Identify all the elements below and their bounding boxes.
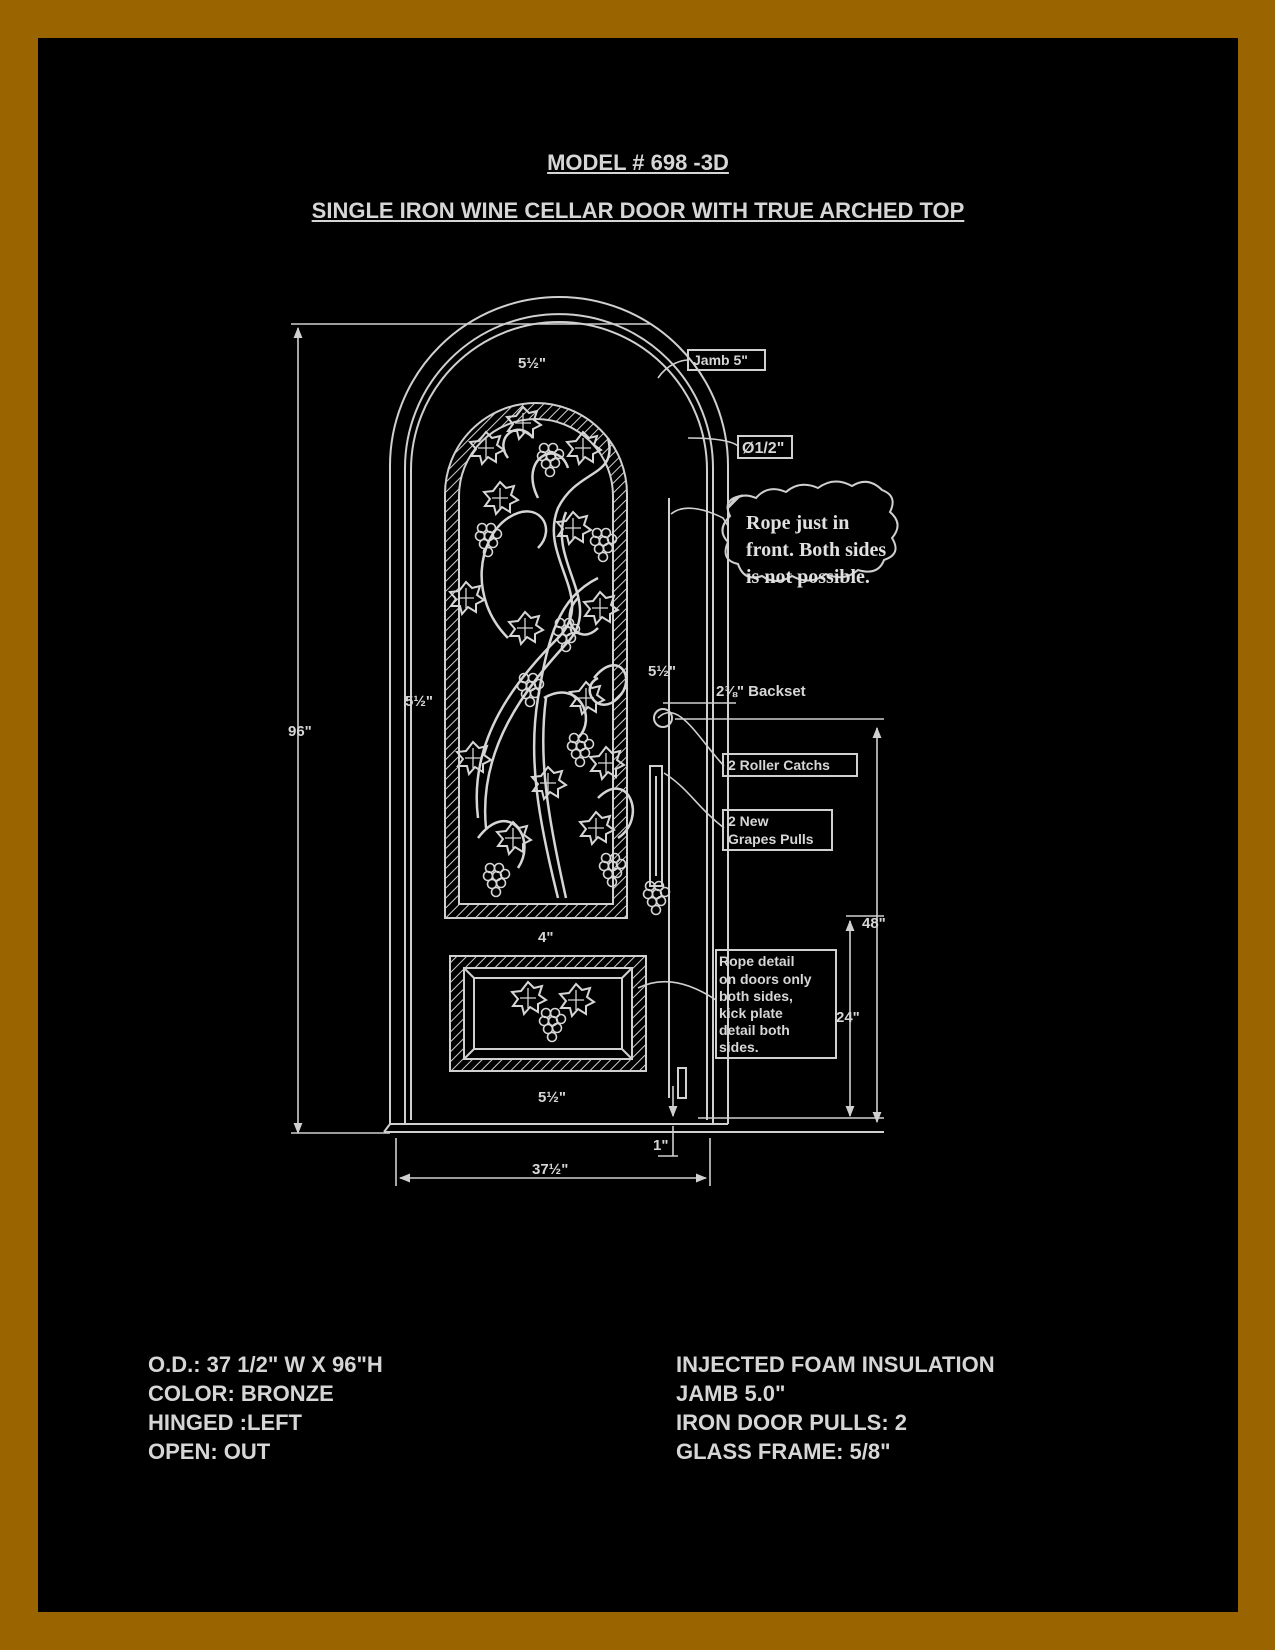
rope-note-line3: is not possible. (746, 566, 870, 588)
rope-detail-line4: kick plate (719, 1005, 783, 1021)
grape-pull (649, 765, 663, 887)
roller-callout: 2 Roller Catchs (728, 757, 830, 773)
spec-open: OPEN: OUT (148, 1439, 271, 1464)
dim-bottom-rail: 5½" (538, 1089, 566, 1106)
dim-right-stile: 5½" (648, 663, 676, 680)
outer-jamb (389, 296, 729, 1124)
spec-hinged: HINGED :LEFT (148, 1410, 302, 1435)
diameter-callout-box (737, 435, 793, 459)
rope-detail-line6: sides. (719, 1039, 759, 1055)
door-subtitle: SINGLE IRON WINE CELLAR DOOR WITH TRUE A… (311, 198, 965, 223)
pulls-callout-line2: Grapes Pulls (728, 831, 814, 847)
kick-plate (449, 955, 647, 1072)
rope-note-cloud (721, 480, 899, 582)
pulls-callout-line1: 2 New (728, 813, 769, 829)
diameter-callout: Ø1/2" (742, 440, 784, 457)
dim-kick-height: 24" (836, 1009, 860, 1026)
pulls-callout-box (722, 809, 833, 851)
rope-detail-line2: on doors only (719, 971, 812, 987)
spec-color: COLOR: BRONZE (148, 1381, 334, 1406)
dim-backset: 2⅜" Backset (716, 683, 806, 700)
rope-note-line1: Rope just in (746, 512, 849, 534)
spec-jamb: JAMB 5.0" (676, 1381, 786, 1406)
dim-mid-rail: 4" (538, 929, 553, 946)
rope-detail-line1: Rope detail (719, 953, 794, 969)
rope-detail-box (715, 949, 837, 1059)
dim-handle-height: 48" (862, 915, 886, 932)
dim-left-stile: 5½" (405, 693, 433, 710)
spec-outer-dimension: O.D.: 37 1/2" W X 96"H (148, 1352, 383, 1377)
dim-width: 37½" (532, 1161, 568, 1178)
specs-left: O.D.: 37 1/2" W X 96"H COLOR: BRONZE HIN… (148, 1350, 383, 1466)
model-title: MODEL # 698 -3D (547, 150, 729, 175)
jamb-callout-box (687, 349, 766, 371)
spec-glass-frame: GLASS FRAME: 5/8" (676, 1439, 891, 1464)
door-slab (410, 321, 708, 1120)
dim-sill: 1" (653, 1137, 668, 1154)
specs-right: INJECTED FOAM INSULATION JAMB 5.0" IRON … (676, 1350, 995, 1466)
rope-detail-line5: detail both (719, 1022, 790, 1038)
rope-note-line2: front. Both sides (746, 539, 886, 561)
dim-top-arch: 5½" (518, 355, 546, 372)
spec-pulls: IRON DOOR PULLS: 2 (676, 1410, 908, 1435)
door-drawing: 5½" 5½" 5½" 4" 5½" 96" 37½" 1" 2⅜" Backs… (288, 296, 899, 1186)
door-knob (653, 708, 673, 728)
grapevine-art (475, 428, 635, 899)
jamb-callout: Jamb 5" (693, 352, 748, 368)
drawing-sheet: MODEL # 698 -3D SINGLE IRON WINE CELLAR … (38, 38, 1238, 1612)
rope-detail-line3: both sides, (719, 988, 793, 1004)
spec-insulation: INJECTED FOAM INSULATION (676, 1352, 995, 1377)
dim-height: 96" (288, 723, 312, 740)
inner-jamb (404, 313, 714, 1124)
roller-callout-box (722, 753, 858, 777)
